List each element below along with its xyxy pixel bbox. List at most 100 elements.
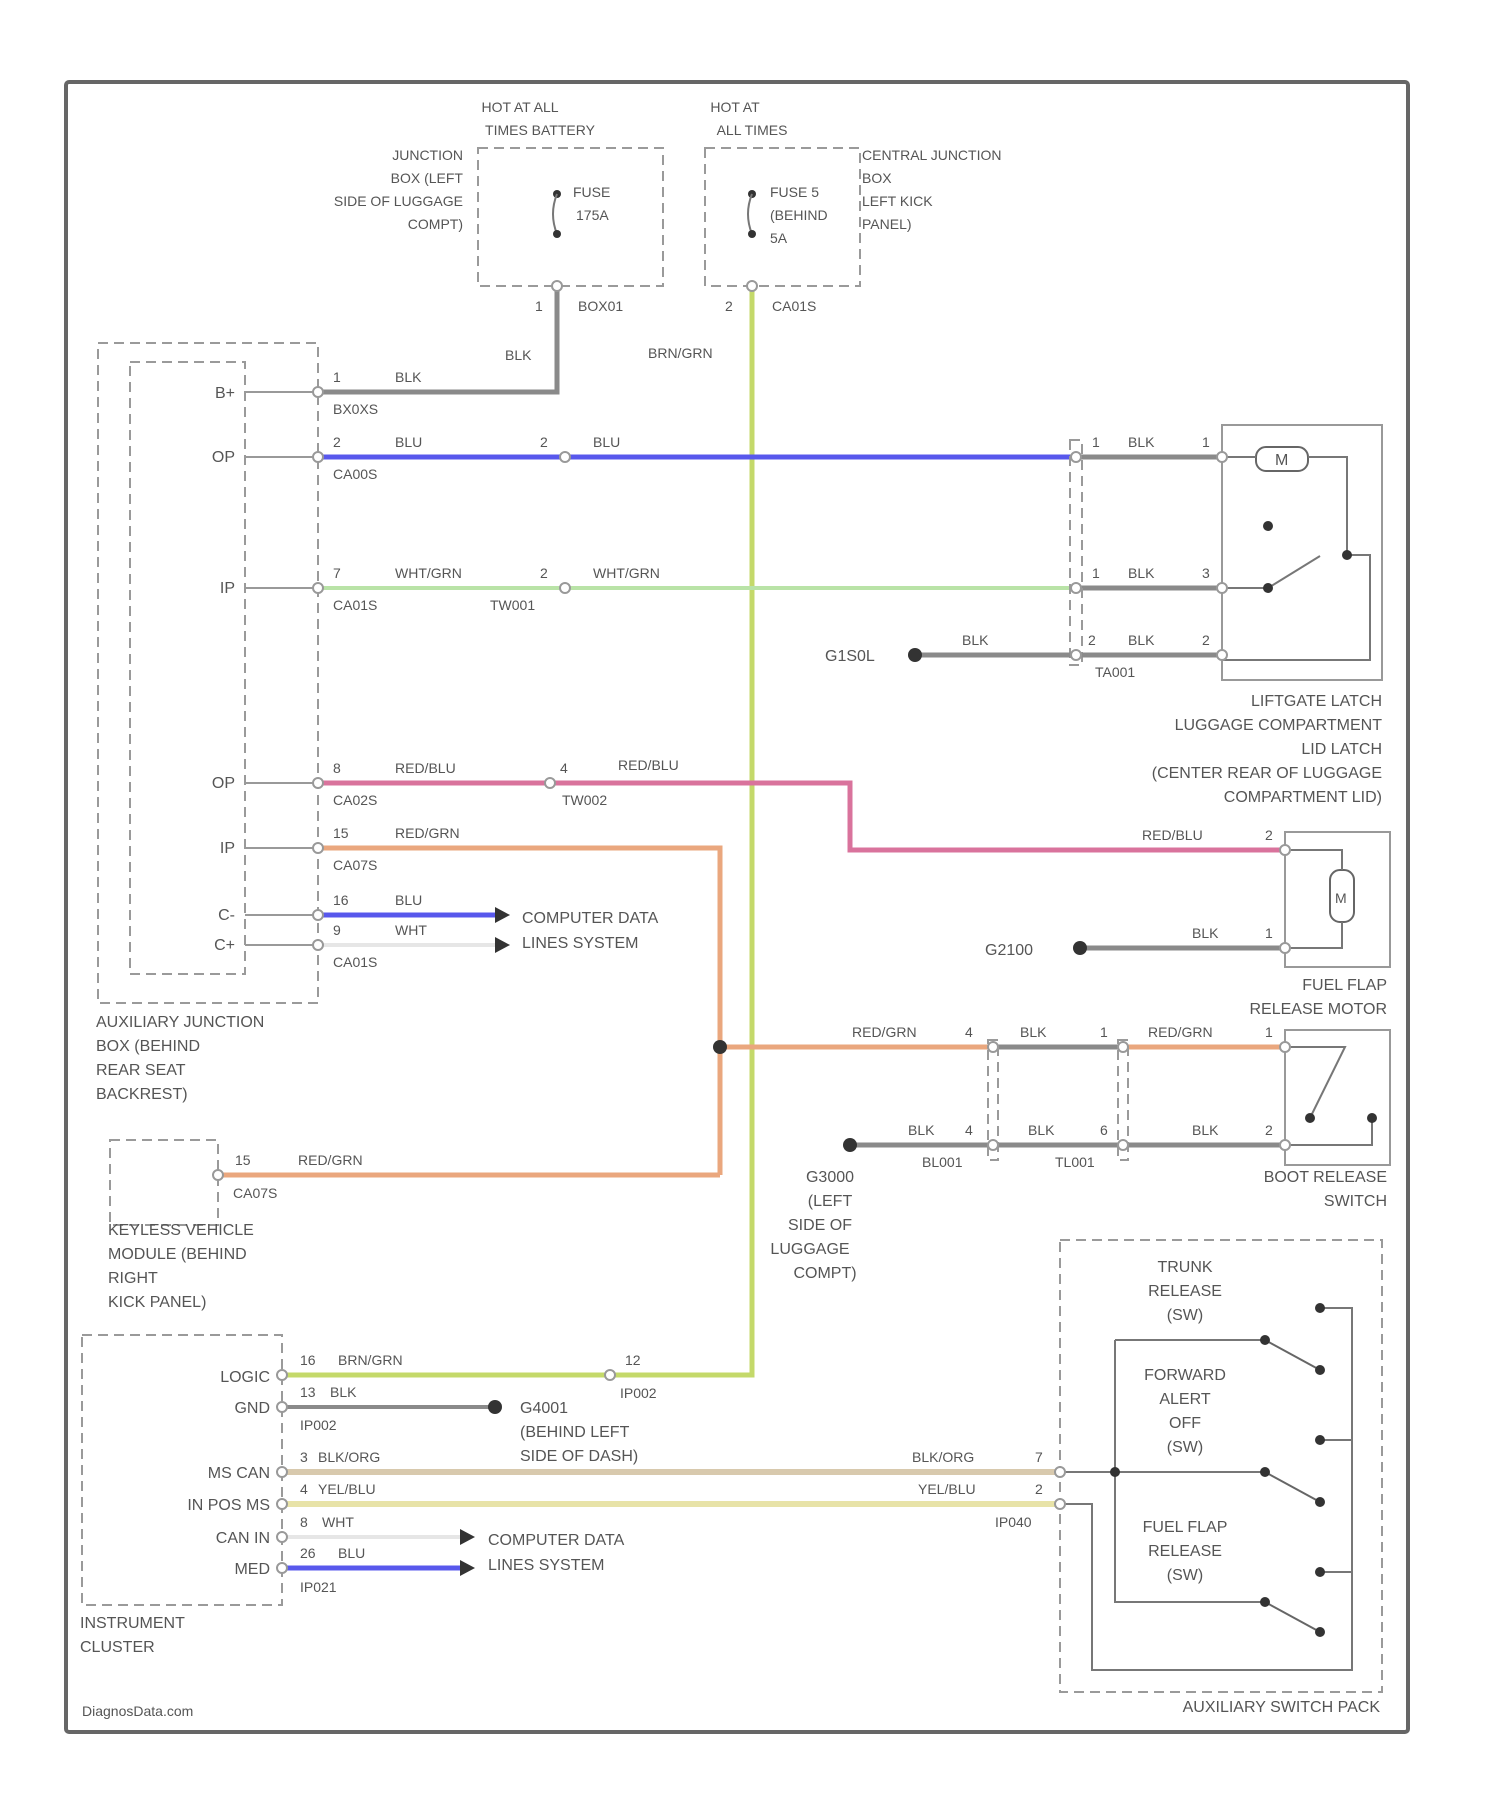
computer-data-bottom-1: COMPUTER DATA: [488, 1532, 625, 1549]
keyless-label-1: KEYLESS VEHICLE: [108, 1222, 254, 1239]
computer-data-label-1: COMPUTER DATA: [522, 910, 659, 927]
fuse-a-icon: [553, 190, 561, 238]
aux-wire-wht: WHT: [395, 922, 427, 938]
forward-alert-switch-icon: [1260, 1435, 1325, 1507]
cluster-wire-blkorg-2: BLK/ORG: [912, 1449, 974, 1465]
liftgate-pin-2b: 2: [1202, 632, 1210, 648]
computer-data-arrows-top: [495, 907, 510, 953]
boot-wire-redgrn-2: RED/GRN: [1148, 1024, 1213, 1040]
cluster-wire-brngrn: BRN/GRN: [338, 1352, 403, 1368]
liftgate-label-1: LIFTGATE LATCH: [1251, 693, 1382, 710]
aux-box-label-4: BACKREST): [96, 1086, 188, 1103]
keyless-label-2: MODULE (BEHIND: [108, 1246, 247, 1263]
liftgate-label-4: (CENTER REAR OF LUGGAGE: [1152, 765, 1382, 782]
cluster-wire-yelblu-2: YEL/BLU: [918, 1481, 976, 1497]
wire-redgrn-aux: [318, 848, 720, 1175]
boot-pin-1: 1: [1100, 1024, 1108, 1040]
aux-pinnum-1: 1: [333, 369, 341, 385]
ground-compt-label-2: (LEFT: [808, 1193, 853, 1210]
fuse-b-label-3: 5A: [770, 230, 788, 246]
keyless-wire-redgrn: RED/GRN: [298, 1152, 363, 1168]
fuse-a-label-2: 175A: [576, 207, 609, 223]
liftgate-ground-label: G1S0L: [825, 648, 875, 665]
fuse-b-icon: [748, 190, 756, 238]
liftgate-connector: TA001: [1095, 664, 1135, 680]
switch-pack-node: [1110, 1467, 1120, 1477]
cluster-pinnum-3: 3: [300, 1449, 308, 1465]
cluster-pin-canin: CAN IN: [216, 1530, 270, 1547]
aux-conn-3: CA01S: [333, 597, 377, 613]
liftgate-switch-dot-2: [1263, 583, 1273, 593]
fuel-flap-wire-redblu: RED/BLU: [1142, 827, 1203, 843]
boot-release-label-1: BOOT RELEASE: [1264, 1169, 1387, 1186]
trunk-release-switch-icon: [1260, 1303, 1325, 1375]
aux-pinnum-15: 15: [333, 825, 349, 841]
wire-brn-grn-main: [610, 286, 752, 1375]
boot-wire-blk-g1: BLK: [908, 1122, 935, 1138]
liftgate-wire-blk-1: BLK: [1128, 434, 1155, 450]
ground-compt-label-4: LUGGAGE: [770, 1241, 849, 1258]
aux-pin-op1: OP: [212, 449, 235, 466]
keyless-label-4: KICK PANEL): [108, 1294, 206, 1311]
boot-switch-dot-1: [1305, 1113, 1315, 1123]
liftgate-pin-1b: 1: [1202, 434, 1210, 450]
cluster-splice-pin: 12: [625, 1352, 641, 1368]
forward-alert-label-4: (SW): [1167, 1439, 1203, 1456]
aux-pinnum-2: 2: [333, 434, 341, 450]
boot-pin-6: 6: [1100, 1122, 1108, 1138]
boot-pin-1b: 1: [1265, 1024, 1273, 1040]
aux-wire-blu-3: BLU: [395, 892, 422, 908]
fuse-b-label-2: (BEHIND: [770, 207, 828, 223]
dash-ground-label-2: (BEHIND LEFT: [520, 1424, 630, 1441]
aux-pinnum-8: 8: [333, 760, 341, 776]
switch-pack-internal-wiring: [1060, 1308, 1352, 1670]
dash-ground-label-1: G4001: [520, 1400, 568, 1417]
liftgate-motor-label: M: [1275, 452, 1288, 469]
dash-ground-dot: [488, 1400, 502, 1414]
diagram-frame: [66, 82, 1408, 1732]
central-junction-label-3: LEFT KICK: [862, 193, 933, 209]
power-pin-b: 2: [725, 298, 733, 314]
fuel-flap-wire-blk: BLK: [1192, 925, 1219, 941]
aux-box-label-3: REAR SEAT: [96, 1062, 186, 1079]
aux-conn-5: CA07S: [333, 857, 377, 873]
aux-pinnum-9: 9: [333, 922, 341, 938]
forward-alert-label-1: FORWARD: [1144, 1367, 1226, 1384]
aux-pin-ip1: IP: [220, 580, 235, 597]
cluster-pin-logic: LOGIC: [220, 1369, 270, 1386]
fuel-flap-ground-label: G2100: [985, 942, 1033, 959]
boot-conn-2: TL001: [1055, 1154, 1095, 1170]
aux-conn-2: CA00S: [333, 466, 377, 482]
aux-conn-4: CA02S: [333, 792, 377, 808]
wire-blk-label-top: BLK: [505, 347, 532, 363]
aux-box-stubs: [245, 392, 318, 945]
forward-alert-label-2: ALERT: [1159, 1391, 1211, 1408]
boot-pin-4: 4: [965, 1024, 973, 1040]
fuse-a-label-1: FUSE: [573, 184, 610, 200]
aux-pin-ip2: IP: [220, 840, 235, 857]
liftgate-switch-dot-3: [1342, 550, 1352, 560]
liftgate-ground-wire-blk: BLK: [962, 632, 989, 648]
fuel-flap-pin-1: 1: [1265, 925, 1273, 941]
boot-conn-1: BL001: [922, 1154, 963, 1170]
aux-pin-cminus: C-: [218, 907, 235, 924]
aux-pin-bplus: B+: [215, 385, 235, 402]
junction-box-left-label-2: BOX (LEFT: [391, 170, 464, 186]
fuel-flap-motor-label: M: [1335, 890, 1347, 906]
aux-midpin-4: 4: [560, 760, 568, 776]
liftgate-connector-outline: [1070, 440, 1082, 665]
central-junction-label-2: BOX: [862, 170, 892, 186]
cluster-pinnum-8: 8: [300, 1514, 308, 1530]
aux-pinnum-7: 7: [333, 565, 341, 581]
fuel-flap-switch-label-1: FUEL FLAP: [1143, 1519, 1228, 1536]
wire-blk-battery: [318, 286, 557, 392]
splice-redgrn-dot: [713, 1040, 727, 1054]
liftgate-ground-dot: [908, 648, 922, 662]
fuel-flap-switch-icon: [1260, 1567, 1325, 1637]
cluster-pin-mscan: MS CAN: [208, 1465, 270, 1482]
cluster-pinnum-13: 13: [300, 1384, 316, 1400]
switch-pack-label: AUXILIARY SWITCH PACK: [1183, 1699, 1381, 1716]
switch-pack-pin-2: 2: [1035, 1481, 1043, 1497]
boot-release-label-2: SWITCH: [1324, 1193, 1387, 1210]
fuel-flap-label-2: RELEASE MOTOR: [1249, 1001, 1387, 1018]
